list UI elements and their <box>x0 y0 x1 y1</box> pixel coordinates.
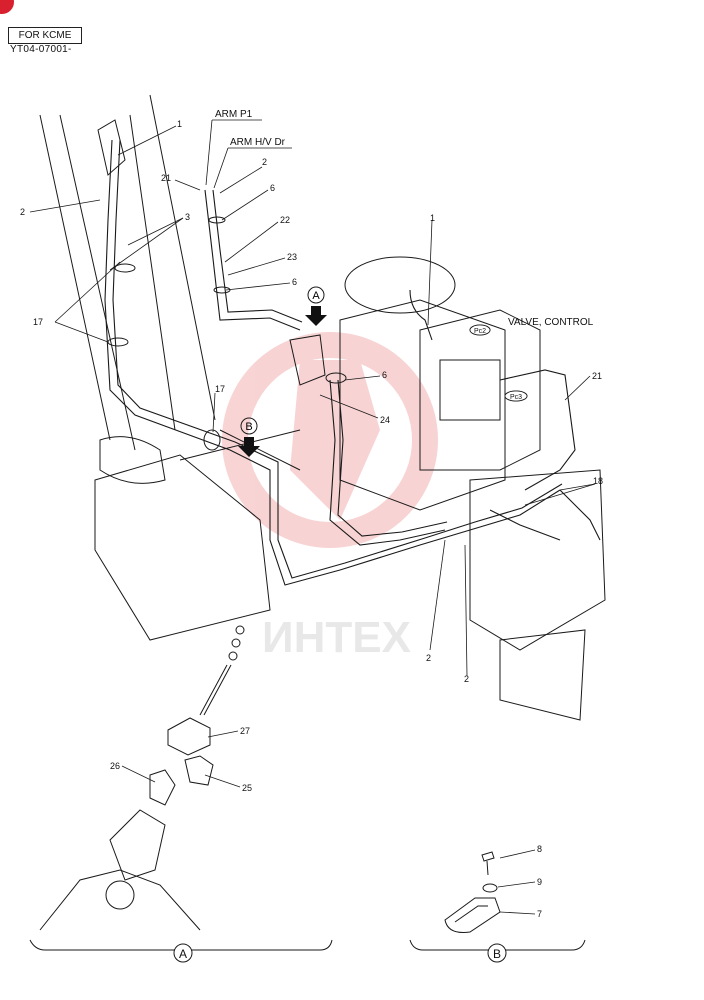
port-pc3: Pc3 <box>504 390 528 402</box>
detail-view-a <box>29 625 333 963</box>
label-arm-p1: ARM P1 <box>215 109 253 120</box>
callout-9: 9 <box>537 877 542 887</box>
callout-2: 2 <box>426 653 431 663</box>
callout-8: 8 <box>537 844 542 854</box>
callout-17: 17 <box>33 317 43 327</box>
clamps <box>107 216 347 451</box>
text-labels: ARM P1 ARM H/V Dr VALVE, CONTROL Pc2 Pc3 <box>215 109 594 402</box>
view-arrow-a: A <box>305 286 327 326</box>
hoses <box>104 139 601 586</box>
svg-text:Pc3: Pc3 <box>510 394 522 401</box>
callout-27: 27 <box>240 726 250 736</box>
callout-24: 24 <box>380 415 390 425</box>
callout-18: 18 <box>593 476 603 486</box>
callout-numbers: 1 2 3 17 21 2 6 22 23 6 1 6 24 17 21 18 … <box>20 119 603 919</box>
label-valve-control: VALVE, CONTROL <box>508 317 594 328</box>
callout-17: 17 <box>215 384 225 394</box>
serial-number: YT04-07001- <box>10 44 72 55</box>
callout-3: 3 <box>185 212 190 222</box>
callout-26: 26 <box>110 761 120 771</box>
detail-b-label: B <box>493 947 501 961</box>
leader-lines <box>29 119 596 915</box>
label-arm-hv-dr: ARM H/V Dr <box>230 137 286 148</box>
callout-1: 1 <box>430 213 435 223</box>
port-pc2: Pc2 <box>469 324 491 336</box>
callout-6: 6 <box>292 277 297 287</box>
callout-25: 25 <box>242 783 252 793</box>
callout-2: 2 <box>464 674 469 684</box>
callout-2: 2 <box>262 157 267 167</box>
watermark-text: ИНТЕХ <box>262 613 411 662</box>
view-arrow-b: B <box>238 417 260 457</box>
svg-text:Pc2: Pc2 <box>474 328 486 335</box>
callout-2: 2 <box>20 207 25 217</box>
callout-21: 21 <box>161 173 171 183</box>
callout-6: 6 <box>270 183 275 193</box>
watermark: ИНТЕХ <box>222 332 438 662</box>
detail-a-label: A <box>179 947 187 961</box>
callout-6: 6 <box>382 370 387 380</box>
callout-22: 22 <box>280 215 290 225</box>
svg-text:A: A <box>312 290 320 302</box>
callout-23: 23 <box>287 252 297 262</box>
callout-1: 1 <box>177 119 182 129</box>
boom-structure <box>39 94 301 641</box>
model-box: FOR KCME <box>8 27 82 44</box>
svg-text:B: B <box>245 421 252 433</box>
detail-view-b <box>409 851 586 963</box>
callout-7: 7 <box>537 909 542 919</box>
callout-21: 21 <box>592 371 602 381</box>
